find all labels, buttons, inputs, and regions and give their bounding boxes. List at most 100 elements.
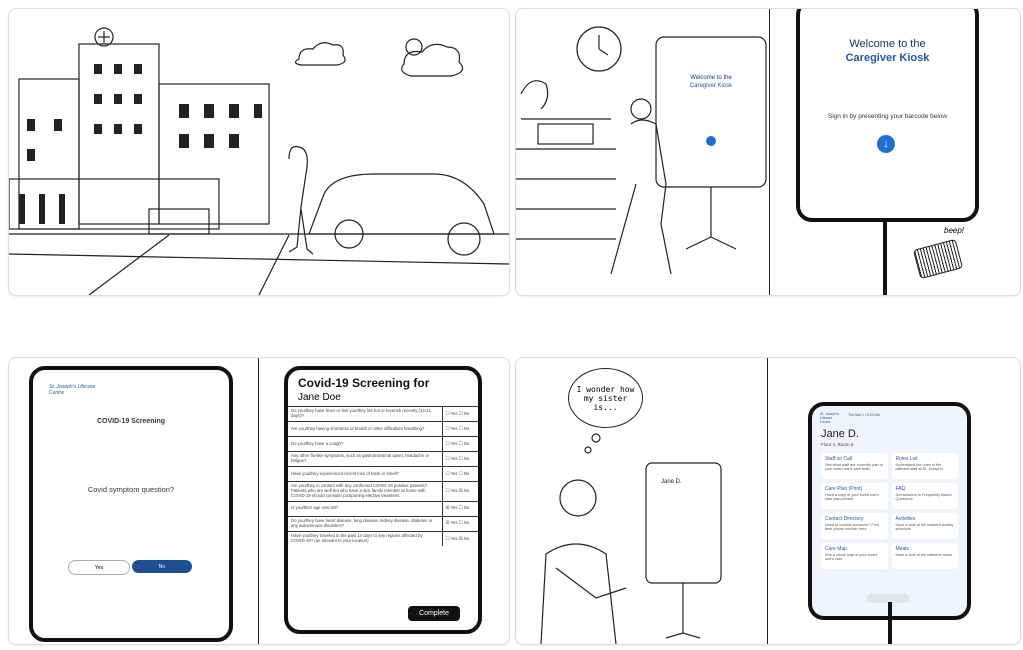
complete-button[interactable]: Complete [408, 606, 460, 621]
no-option-label: No [463, 487, 470, 493]
question-row: Do you/they have a cough?☐ Yes ☐ No [288, 436, 478, 452]
no-checkbox[interactable]: ☐ [458, 470, 463, 476]
small-kiosk-title-brand: Caregiver Kiosk [690, 83, 733, 89]
yes-checkbox[interactable]: ☐ [445, 425, 450, 431]
screening-form-tablet: Covid-19 Screening for Jane Doe Do you/t… [284, 366, 482, 634]
dashboard-tablet: St. Joseph's Lifecare Centre Thu Mar 1 1… [808, 402, 971, 620]
patient-name: Jane Doe [298, 392, 341, 403]
yes-option-label: Yes [450, 455, 458, 461]
dashboard-logo: St. Joseph's Lifecare Centre [820, 412, 839, 424]
question-row: Have you/they traveled in the past 14 da… [288, 530, 478, 547]
hospital-scene-illustration [9, 27, 509, 295]
no-option-label: No [463, 455, 470, 461]
thought-bubble: I wonder how my sister is... [568, 368, 643, 428]
kiosk-title: Welcome to the [849, 38, 926, 50]
kiosk-screen: Welcome to the Caregiver Kiosk Sign in b… [796, 9, 979, 222]
tile-title: Care Plan (Print) [825, 486, 863, 492]
question-text: Have you/they traveled in the past 14 da… [288, 530, 442, 547]
no-option-label: No [463, 425, 470, 431]
no-checkbox[interactable]: ☐ [458, 410, 463, 416]
yes-checkbox[interactable]: ☐ [445, 470, 450, 476]
header-date: Thu Mar 1 10:00 AM [848, 413, 880, 417]
tile-title: Care Map [825, 546, 847, 552]
tile-description: Have a copy of your loved one's care pla… [825, 493, 879, 501]
screening-questions-table: Do you/they have fever or feel you/they … [288, 406, 478, 547]
no-option-label: No [463, 410, 470, 416]
tile-title: Activities [895, 516, 916, 522]
tile-title: Meals [895, 546, 909, 552]
question-row: Are you/they having shortness of breath … [288, 421, 478, 437]
kiosk-stand [888, 602, 892, 644]
lobby-illustration: Welcome to the Caregiver Kiosk [516, 26, 767, 275]
no-option-label: No [463, 520, 470, 526]
yes-checkbox[interactable]: ☒ [445, 505, 450, 511]
yes-checkbox[interactable]: ☐ [445, 535, 450, 541]
small-patient-name: Jane D. [661, 479, 682, 485]
yes-checkbox[interactable]: ☒ [445, 520, 450, 526]
screening-tablet: St. Joseph's Lifecare Centre COVID-19 Sc… [29, 366, 233, 642]
tile-description: Understand the roles of the different st… [895, 463, 944, 471]
storyboard-panel-kiosk: Welcome to the Caregiver Kiosk Welcome t… [515, 8, 1021, 296]
yes-option-label: Yes [450, 470, 458, 476]
yes-option-label: Yes [450, 505, 458, 511]
no-checkbox[interactable]: ☐ [458, 520, 463, 526]
dashboard-tile[interactable]: Care Plan (Print)Have a copy of your lov… [821, 483, 888, 509]
question-row: Do you/they have fever or feel you/they … [288, 406, 478, 422]
question-row: Are you/they in contact with any confirm… [288, 481, 478, 502]
question-row: Any other flu-like symptoms, such as gas… [288, 451, 478, 467]
yes-checkbox[interactable]: ☐ [445, 440, 450, 446]
yes-checkbox[interactable]: ☐ [445, 410, 450, 416]
yes-option-label: Yes [450, 487, 458, 493]
no-option-label: No [463, 470, 470, 476]
small-kiosk-title: Welcome to the [690, 75, 732, 81]
no-checkbox[interactable]: ☒ [458, 487, 463, 493]
caregiver-illustration: Jane D. [540, 433, 722, 644]
tile-title: Staff on Call [825, 456, 853, 462]
kiosk-stand [883, 221, 887, 295]
screen-question: Covid symptom question? [87, 485, 175, 494]
tile-description: See what staff are currently part of you… [825, 463, 883, 471]
tile-description: Have a look at the resident activity sch… [895, 523, 954, 531]
bottom-button[interactable] [867, 594, 909, 603]
tile-description: Have a look at the cafeteria menu [895, 553, 953, 557]
no-checkbox[interactable]: ☒ [458, 535, 463, 541]
question-row: Have you/they experienced recent loss of… [288, 466, 478, 482]
panel-divider [258, 358, 259, 644]
question-text: Do you/they have a cough? [288, 436, 442, 452]
form-title: Covid-19 Screening for [298, 376, 430, 390]
storyboard-panel-dashboard: I wonder how my sister is... Jane D. St.… [515, 357, 1021, 645]
no-checkbox[interactable]: ☐ [458, 425, 463, 431]
yes-checkbox[interactable]: ☐ [445, 487, 450, 493]
question-text: Are you/they in contact with any confirm… [288, 481, 442, 502]
yes-option-label: Yes [450, 440, 458, 446]
question-row: Do you/they have heart disease, lung dis… [288, 515, 478, 532]
panel-divider [769, 9, 770, 295]
beep-label: beep! [944, 226, 965, 235]
question-text: Do you/they have heart disease, lung dis… [288, 515, 442, 532]
yes-checkbox[interactable]: ☐ [445, 455, 450, 461]
no-checkbox[interactable]: ☐ [458, 505, 463, 511]
no-option-label: No [463, 505, 470, 511]
barcode-card-icon [912, 238, 964, 280]
tile-title: Contact Directory [825, 516, 864, 522]
storyboard-panel-screening: St. Joseph's Lifecare Centre COVID-19 Sc… [8, 357, 510, 645]
arrow-down-icon[interactable]: ↓ [877, 135, 895, 153]
no-checkbox[interactable]: ☐ [458, 440, 463, 446]
no-checkbox[interactable]: ☐ [458, 455, 463, 461]
question-text: Have you/they experienced recent loss of… [288, 466, 442, 482]
yes-button[interactable]: Yes [68, 560, 130, 575]
question-row: Is you/their age over 60?☒ Yes ☐ No [288, 500, 478, 517]
tile-description: Get answers to Frequently Asked Question… [895, 493, 952, 501]
no-button[interactable]: No [132, 560, 192, 573]
kiosk-subtitle: Sign in by presenting your barcode below [827, 113, 948, 120]
yes-option-label: Yes [450, 535, 458, 541]
question-text: Are you/they having shortness of breath … [288, 421, 442, 437]
